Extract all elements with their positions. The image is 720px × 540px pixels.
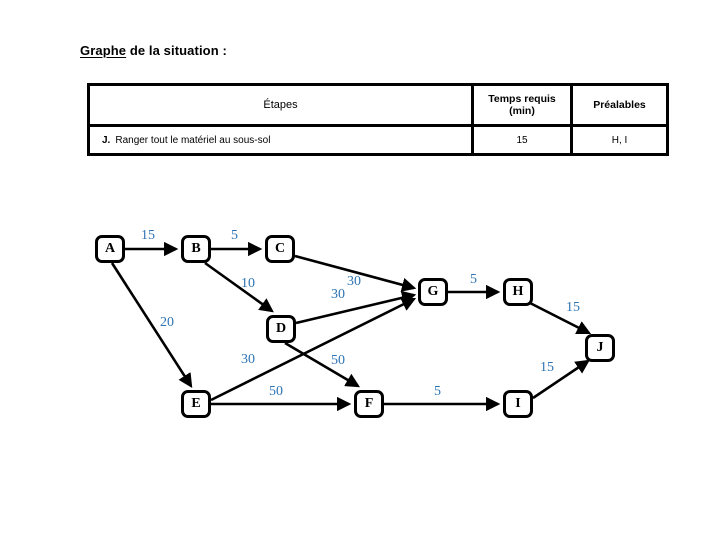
edge-label-A-E: 20	[160, 315, 174, 330]
edge-H-J	[529, 301, 592, 335]
edge-label-E-F: 50	[269, 384, 283, 399]
graph-node-G[interactable]: G	[418, 278, 448, 306]
graph-node-I[interactable]: I	[503, 390, 533, 418]
edge-label-B-D: 10	[241, 276, 255, 291]
cell-temps-requis: 15	[471, 124, 573, 156]
column-header-temps-requis: Temps requis (min)	[471, 83, 573, 127]
edge-label-D-F: 50	[331, 353, 345, 368]
edge-label-C-G: 30	[347, 274, 361, 289]
column-header-temps-line1: Temps requis	[488, 92, 556, 105]
edge-D-F	[284, 341, 361, 388]
graph-node-A[interactable]: A	[95, 235, 125, 263]
cell-prealables: H, I	[570, 124, 669, 156]
steps-table: Étapes Temps requis (min) Préalables J. R…	[87, 83, 669, 156]
table-header-row: Étapes Temps requis (min) Préalables	[87, 83, 669, 127]
column-header-temps-line2: (min)	[509, 105, 535, 117]
edge-label-I-J: 15	[540, 360, 554, 375]
graph-node-J[interactable]: J	[585, 334, 615, 362]
edge-label-E-G: 30	[241, 352, 255, 367]
table-row: J. Ranger tout le matériel au sous-sol 15…	[87, 124, 669, 156]
edge-E-G	[210, 297, 417, 402]
graph-node-H[interactable]: H	[503, 278, 533, 306]
edge-I-J	[532, 359, 590, 400]
page-title: Graphe de la situation :	[80, 43, 227, 58]
etape-description: Ranger tout le matériel au sous-sol	[115, 134, 271, 146]
edge-label-H-J: 15	[566, 300, 580, 315]
edge-label-F-I: 5	[434, 384, 441, 399]
edge-label-D-G: 30	[331, 287, 345, 302]
page-title-rest: de la situation :	[126, 43, 227, 58]
column-header-prealables: Préalables	[570, 83, 669, 127]
cell-etape: J. Ranger tout le matériel au sous-sol	[87, 124, 474, 156]
etape-text: J. Ranger tout le matériel au sous-sol	[90, 135, 471, 146]
etape-letter: J.	[102, 134, 111, 146]
page-title-keyword: Graphe	[80, 43, 127, 58]
edge-A-E	[110, 262, 193, 388]
edge-D-G	[295, 290, 417, 325]
graph-node-D[interactable]: D	[266, 315, 296, 343]
edge-label-A-B: 15	[141, 228, 155, 243]
graph-node-C[interactable]: C	[265, 235, 295, 263]
graph-node-F[interactable]: F	[354, 390, 384, 418]
edge-label-G-H: 5	[470, 272, 477, 287]
graph-node-B[interactable]: B	[181, 235, 211, 263]
graph-node-E[interactable]: E	[181, 390, 211, 418]
column-header-etapes: Étapes	[87, 83, 474, 127]
edge-C-G	[294, 254, 417, 292]
edge-B-D	[204, 261, 274, 313]
edge-label-B-C: 5	[231, 228, 238, 243]
